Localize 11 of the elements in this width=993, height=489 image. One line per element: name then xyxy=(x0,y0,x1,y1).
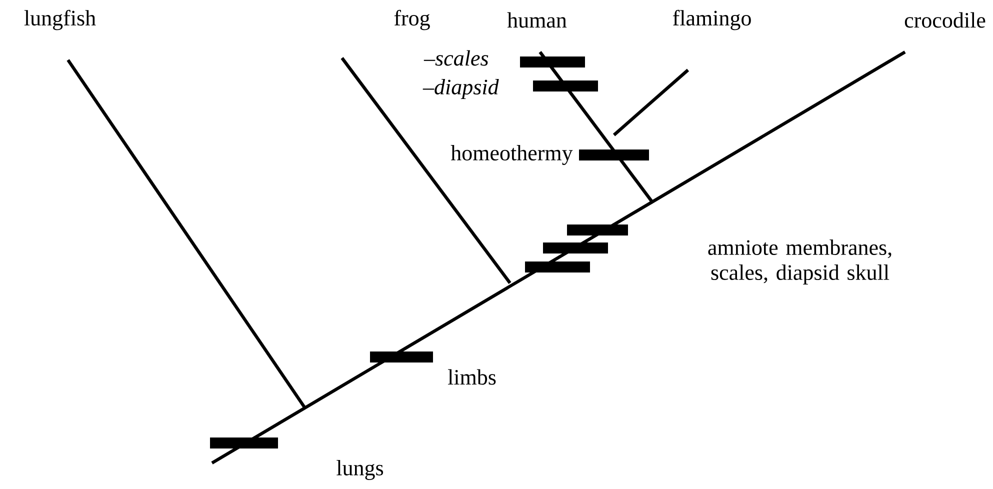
label: homeothermy xyxy=(450,145,573,165)
label: –scales xyxy=(424,50,488,66)
label: amniote membranes, scales, diapsid skull xyxy=(708,240,892,284)
label: human xyxy=(507,12,567,28)
label: –diapsid xyxy=(422,79,499,99)
label: crocodile xyxy=(904,12,986,28)
label: frog xyxy=(394,10,430,30)
label: lungfish xyxy=(24,10,96,30)
label: lungs xyxy=(336,460,384,480)
label: flamingo xyxy=(672,10,751,30)
label: limbs xyxy=(448,369,496,385)
